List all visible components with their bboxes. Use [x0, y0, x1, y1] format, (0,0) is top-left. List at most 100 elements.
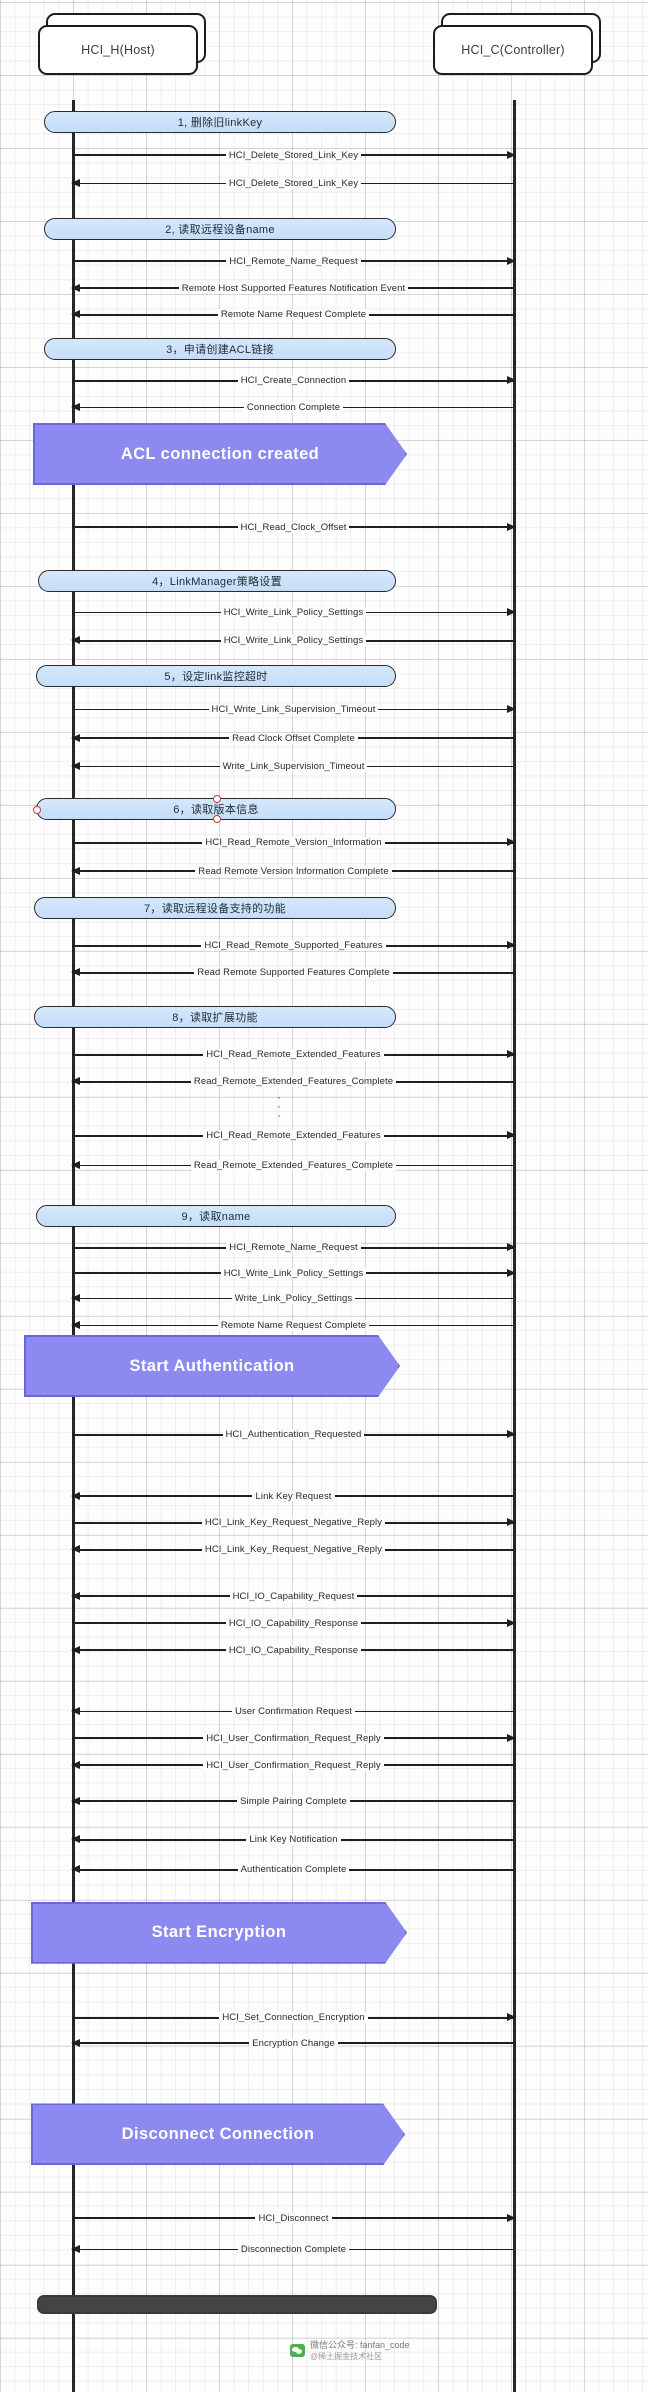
- message-m22[interactable]: HCI_Remote_Name_Request: [72, 1241, 516, 1255]
- message-m31[interactable]: HCI_IO_Capability_Response: [72, 1616, 516, 1630]
- message-m40[interactable]: Encryption Change: [71, 2036, 515, 2050]
- message-m26[interactable]: HCI_Authentication_Requested: [72, 1428, 516, 1442]
- arrowhead-icon: [507, 1430, 516, 1439]
- message-m41[interactable]: HCI_Disconnect: [72, 2211, 516, 2225]
- section-bar-8[interactable]: 8，读取扩展功能: [34, 1006, 396, 1029]
- message-label: Link Key Request: [252, 1490, 335, 1502]
- footer-watermark: 微信公众号: fanfan_code @稀土掘金技术社区: [290, 2340, 410, 2362]
- message-m09[interactable]: HCI_Write_Link_Policy_Settings: [72, 605, 516, 619]
- message-m23[interactable]: HCI_Write_Link_Policy_Settings: [72, 1266, 516, 1280]
- message-m14[interactable]: HCI_Read_Remote_Version_Information: [72, 836, 516, 850]
- message-m05[interactable]: Remote Name Request Complete: [71, 308, 515, 322]
- message-label: HCI_IO_Capability_Request: [229, 1590, 358, 1602]
- dot-3: ·: [277, 1110, 281, 1123]
- message-m15[interactable]: Read Remote Version Information Complete: [71, 864, 515, 878]
- arrowhead-icon: [71, 968, 80, 977]
- section-bar-5[interactable]: 5，设定link监控超时: [36, 665, 396, 688]
- message-m39[interactable]: HCI_Set_Connection_Encryption: [72, 2011, 516, 2025]
- message-m20[interactable]: HCI_Read_Remote_Extended_Features: [72, 1129, 516, 1143]
- actor-host[interactable]: HCI_H(Host): [38, 25, 198, 76]
- message-label: HCI_Link_Key_Request_Negative_Reply: [201, 1517, 386, 1529]
- message-label: HCI_Disconnect: [255, 2212, 332, 2224]
- message-label: Encryption Change: [249, 2037, 338, 2049]
- message-m07[interactable]: Connection Complete: [71, 401, 515, 415]
- message-label: HCI_Write_Link_Policy_Settings: [220, 635, 367, 647]
- continuation-dots: · · ·: [272, 1093, 286, 1123]
- wechat-icon: [290, 2344, 305, 2358]
- message-m33[interactable]: User Confirmation Request: [71, 1704, 515, 1718]
- message-m35[interactable]: HCI_User_Confirmation_Request_Reply: [71, 1758, 515, 1772]
- lifeline-host: [72, 100, 75, 2392]
- message-label: HCI_Delete_Stored_Link_Key: [225, 177, 362, 189]
- arrowhead-icon: [507, 376, 516, 385]
- arrowhead-icon: [71, 1706, 80, 1715]
- message-m02[interactable]: HCI_Delete_Stored_Link_Key: [71, 176, 515, 190]
- arrowhead-icon: [71, 761, 80, 770]
- banner-acl-connection-created[interactable]: ACL connection created: [33, 423, 407, 485]
- section-bar-4[interactable]: 4，LinkManager策略设置: [38, 569, 396, 592]
- message-label: Authentication Complete: [237, 1864, 350, 1876]
- arrowhead-icon: [71, 2038, 80, 2047]
- arrowhead-icon: [71, 310, 80, 319]
- message-label: HCI_Delete_Stored_Link_Key: [225, 149, 362, 161]
- arrowhead-icon: [71, 1161, 80, 1170]
- message-m24[interactable]: Write_Link_Policy_Settings: [71, 1292, 515, 1306]
- arrowhead-icon: [71, 1491, 80, 1500]
- arrowhead-icon: [507, 1618, 516, 1627]
- section-bar-2[interactable]: 2, 读取远程设备name: [44, 218, 396, 241]
- message-label: HCI_Read_Remote_Extended_Features: [203, 1130, 384, 1142]
- actor-controller[interactable]: HCI_C(Controller): [433, 25, 593, 76]
- section-bar-3[interactable]: 3，申请创建ACL链接: [44, 337, 396, 360]
- message-m03[interactable]: HCI_Remote_Name_Request: [72, 254, 516, 268]
- section-bar-6[interactable]: 6，读取版本信息: [33, 795, 396, 824]
- arrowhead-icon: [71, 1796, 80, 1805]
- message-label: HCI_Remote_Name_Request: [226, 255, 361, 267]
- section-bar-9[interactable]: 9，读取name: [36, 1204, 396, 1227]
- message-m04[interactable]: Remote Host Supported Features Notificat…: [71, 281, 515, 295]
- arrowhead-icon: [507, 2213, 516, 2222]
- banner-disconnect-connection[interactable]: Disconnect Connection: [31, 2103, 405, 2165]
- diagram-end-bar: [37, 2294, 437, 2314]
- message-m36[interactable]: Simple Pairing Complete: [71, 1794, 515, 1808]
- message-label: HCI_User_Confirmation_Request_Reply: [203, 1732, 384, 1744]
- arrowhead-icon: [71, 636, 80, 645]
- message-m28[interactable]: HCI_Link_Key_Request_Negative_Reply: [72, 1516, 516, 1530]
- message-m21[interactable]: Read_Remote_Extended_Features_Complete: [71, 1159, 515, 1173]
- message-m32[interactable]: HCI_IO_Capability_Response: [71, 1643, 515, 1657]
- message-m27[interactable]: Link Key Request: [71, 1489, 515, 1503]
- message-m34[interactable]: HCI_User_Confirmation_Request_Reply: [72, 1731, 516, 1745]
- arrowhead-icon: [71, 1591, 80, 1600]
- banner-start-encryption[interactable]: Start Encryption: [31, 1902, 407, 1964]
- message-m38[interactable]: Authentication Complete: [71, 1863, 515, 1877]
- message-m30[interactable]: HCI_IO_Capability_Request: [71, 1589, 515, 1603]
- banner-label-2: Start Authentication: [129, 1356, 295, 1375]
- message-m01[interactable]: HCI_Delete_Stored_Link_Key: [72, 148, 516, 162]
- section-bar-7[interactable]: 7，读取远程设备支持的功能: [34, 897, 396, 919]
- section-bar-1[interactable]: 1, 删除旧linkKey: [44, 110, 396, 133]
- message-m42[interactable]: Disconnection Complete: [71, 2243, 515, 2257]
- message-m16[interactable]: HCI_Read_Remote_Supported_Features: [72, 939, 516, 953]
- message-m11[interactable]: HCI_Write_Link_Supervision_Timeout: [72, 703, 516, 717]
- actor-host-label: HCI_H(Host): [81, 43, 155, 58]
- arrowhead-icon: [71, 1294, 80, 1303]
- message-label: HCI_Set_Connection_Encryption: [219, 2012, 368, 2024]
- message-m13[interactable]: Write_Link_Supervision_Timeout: [71, 759, 515, 773]
- message-m10[interactable]: HCI_Write_Link_Policy_Settings: [71, 634, 515, 648]
- message-label: HCI_IO_Capability_Response: [225, 1644, 362, 1656]
- message-label: HCI_Write_Link_Supervision_Timeout: [208, 704, 379, 716]
- section-label-4: 4，LinkManager策略设置: [152, 575, 282, 588]
- message-m25[interactable]: Remote Name Request Complete: [71, 1319, 515, 1333]
- message-m06[interactable]: HCI_Create_Connection: [72, 374, 516, 388]
- message-label: Read Remote Supported Features Complete: [194, 967, 393, 979]
- banner-start-authentication[interactable]: Start Authentication: [24, 1335, 400, 1397]
- message-m29[interactable]: HCI_Link_Key_Request_Negative_Reply: [71, 1543, 515, 1557]
- message-m12[interactable]: Read Clock Offset Complete: [71, 731, 515, 745]
- message-label: Read Clock Offset Complete: [229, 732, 358, 744]
- message-m37[interactable]: Link Key Notification: [71, 1833, 515, 1847]
- message-label: Read Remote Version Information Complete: [195, 865, 392, 877]
- message-m18[interactable]: HCI_Read_Remote_Extended_Features: [72, 1048, 516, 1062]
- selection-handle-bottom[interactable]: [213, 815, 221, 824]
- message-m19[interactable]: Read_Remote_Extended_Features_Complete: [71, 1075, 515, 1089]
- message-m08[interactable]: HCI_Read_Clock_Offset: [72, 520, 516, 534]
- message-m17[interactable]: Read Remote Supported Features Complete: [71, 966, 515, 980]
